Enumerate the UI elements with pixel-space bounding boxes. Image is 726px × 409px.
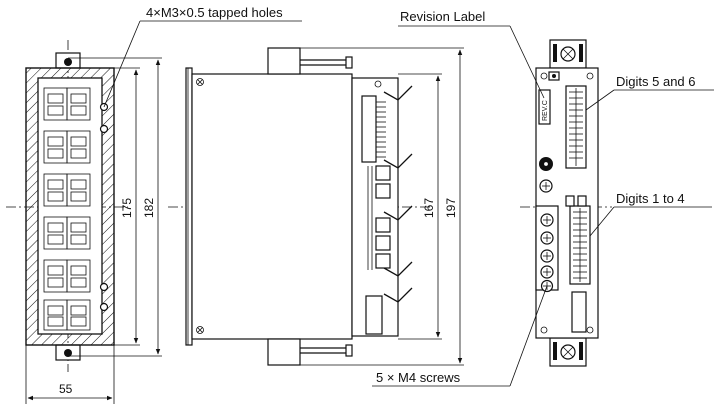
side-main-body (191, 73, 353, 340)
rear-lower-connector (571, 291, 587, 333)
side-lower-connector (365, 295, 383, 335)
m4-screws (540, 213, 554, 293)
front-digit (43, 216, 91, 250)
front-digit (43, 299, 91, 331)
connector-digits-1-4-pins (573, 208, 587, 282)
tapped-hole-icon (99, 124, 109, 134)
front-top-bracket-screw-icon (64, 58, 72, 66)
dim-197-value: 197 (444, 198, 458, 218)
side-clip-lower (383, 261, 413, 277)
side-upper-connector-pins (376, 101, 386, 158)
digits-5-6-label: Digits 5 and 6 (616, 74, 696, 89)
front-digit (43, 87, 91, 121)
tapped-holes-label: 4×M3×0.5 tapped holes (146, 5, 283, 20)
dim-182-value: 182 (142, 198, 156, 218)
revision-tag (538, 89, 551, 125)
front-digit (43, 173, 91, 207)
dim-167-value: 167 (422, 198, 436, 218)
side-clip-bottom (383, 287, 413, 303)
side-top-bracket (267, 47, 301, 75)
connector-digits-5-6-pins (569, 88, 583, 166)
side-upper-connector (361, 95, 377, 163)
side-clip-mid-lower (383, 205, 413, 221)
side-body-screw-icon (196, 78, 204, 86)
front-digit (43, 130, 91, 164)
side-terminal-block (367, 165, 391, 270)
screws-label: 5 × M4 screws (376, 370, 461, 385)
side-clip-mid-upper (383, 153, 413, 169)
side-front-bezel (185, 67, 193, 346)
tapped-hole-icon (99, 302, 109, 312)
side-clip-upper (383, 85, 413, 101)
digits-1-4-leader (589, 206, 615, 237)
front-digit (43, 259, 91, 293)
revision-tag-text: REV.C (542, 100, 549, 121)
front-view: 4×M3×0.5 tapped holes 175 182 55 (6, 5, 302, 404)
side-body-screw-icon (196, 326, 204, 334)
digits-1-4-label: Digits 1 to 4 (616, 191, 685, 206)
tapped-holes-leader (103, 20, 141, 108)
side-bottom-rod-end (345, 344, 353, 357)
revision-label: Revision Label (400, 9, 485, 24)
rear-view: REV.C (372, 9, 714, 387)
screws-leader (509, 285, 548, 387)
revision-label-leader (509, 25, 545, 99)
dim-55-value: 55 (59, 382, 73, 396)
side-bottom-bracket (267, 338, 301, 366)
side-top-rod-end (345, 56, 353, 69)
front-digit-displays (43, 87, 91, 331)
front-bottom-bracket-screw-icon (64, 349, 72, 357)
tapped-hole-icon (99, 282, 109, 292)
side-view: 167 197 (168, 47, 464, 366)
dim-175-value: 175 (120, 198, 134, 218)
digits-5-6-leader (585, 89, 615, 111)
